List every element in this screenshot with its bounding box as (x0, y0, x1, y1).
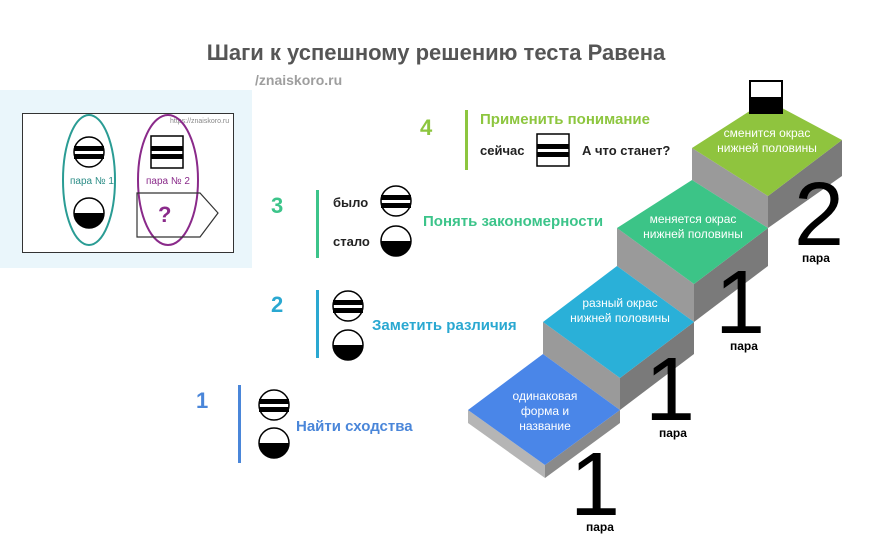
stair-4-text: сменится окрас нижней половины (717, 126, 817, 155)
pair-count-1-label: пара (586, 520, 614, 534)
half-filled-circle-icon (332, 329, 364, 361)
became-label: стало (333, 234, 370, 249)
step-4-bar (465, 110, 468, 170)
stair-3-text: меняется окрас нижней половины (643, 212, 743, 241)
pair-count-2-number: 1 (645, 340, 696, 440)
pair-count-2-label: пара (659, 426, 687, 440)
page-title: Шаги к успешному решению теста Равена (206, 40, 666, 65)
stair-2 (543, 266, 694, 378)
stair-2-text: разный окрас нижней половины (570, 296, 670, 325)
half-filled-circle-icon (258, 427, 290, 459)
step-4-heading: Применить понимание (480, 111, 650, 128)
stair-1 (468, 354, 620, 465)
striped-circle-icon (380, 185, 412, 217)
half-filled-circle-icon (73, 197, 105, 229)
step-4-number: 4 (420, 115, 433, 140)
pair-1-label: пара № 1 (70, 176, 114, 187)
stair-3 (617, 180, 768, 284)
step-1-heading: Найти сходства (296, 418, 413, 435)
question-mark: ? (158, 202, 172, 227)
stair-1-text: одинаковая форма и название (512, 389, 578, 433)
pair-count-4-number: 2 (794, 165, 845, 265)
pair-2-label: пара № 2 (146, 176, 190, 187)
striped-circle-icon (73, 136, 105, 168)
stair-4 (692, 100, 842, 196)
pair-count-4-label: пара (802, 251, 830, 265)
step-3-heading: Понять закономерности (423, 213, 604, 230)
pair-count-3-label: пара (730, 339, 758, 353)
staircase (468, 100, 842, 478)
step-1-number: 1 (196, 388, 209, 413)
what-next-label: А что станет? (582, 143, 671, 158)
striped-circle-icon (332, 290, 364, 322)
step-3-bar (316, 190, 319, 258)
half-filled-circle-icon (380, 225, 412, 257)
striped-square-icon (150, 135, 184, 169)
striped-square-icon (536, 133, 570, 167)
pair-count-3-number: 1 (715, 253, 766, 353)
answer-pointer-shape (136, 192, 219, 238)
pair-count-1-number: 1 (570, 435, 621, 535)
step-2-number: 2 (271, 292, 284, 317)
inset-watermark: https://znaiskoro.ru (170, 118, 230, 125)
step-2-heading: Заметить различия (372, 317, 517, 334)
step-2-bar (316, 290, 319, 358)
pair-1-oval (62, 114, 116, 246)
was-label: было (333, 195, 369, 210)
striped-circle-icon (258, 389, 290, 421)
step-3-number: 3 (271, 193, 284, 218)
half-filled-square-icon (749, 80, 783, 114)
pair-2-oval (137, 114, 199, 246)
now-label: сейчас (480, 143, 525, 158)
step-1-bar (238, 385, 241, 463)
watermark: /znaiskoro.ru (255, 72, 343, 88)
